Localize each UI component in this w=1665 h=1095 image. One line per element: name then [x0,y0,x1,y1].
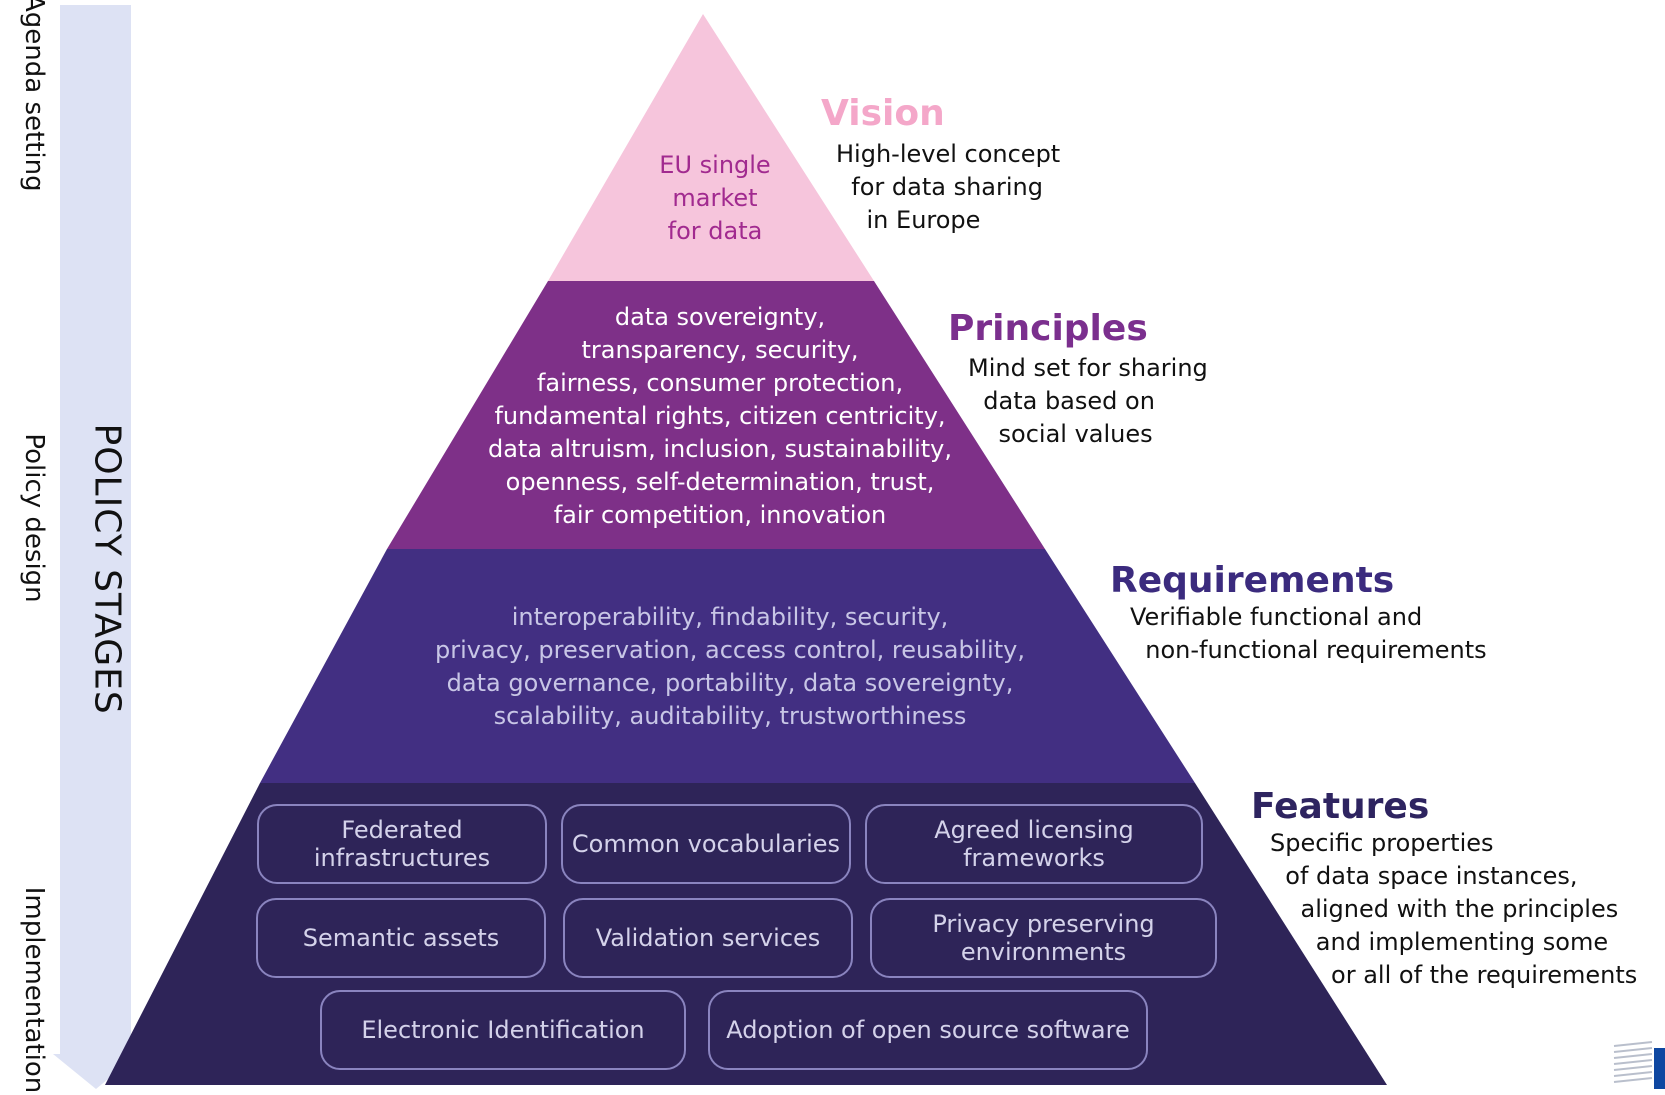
vision-tier [548,14,874,281]
vision-description: High-level concept for data sharing in E… [836,140,1061,234]
feature-box-electronic-identification: Electronic Identification [320,990,686,1070]
feature-box-privacy-preserving-environments: Privacy preserving environments [870,898,1217,978]
requirements-description: Verifiable functional and non-functional… [1130,603,1487,664]
requirements-tier [260,549,1195,783]
principles-tier [387,281,1045,549]
feature-box-validation-services: Validation services [563,898,853,978]
principles-description: Mind set for sharing data based on socia… [968,354,1208,448]
feature-box-semantic-assets: Semantic assets [256,898,546,978]
features-title: Features [1251,786,1430,827]
requirements-tier-text: interoperability, findability, security,… [435,603,1025,730]
vision-title: Vision [821,93,945,134]
vision-tier-text: EU single market for data [659,151,771,245]
feature-box-federated-infrastructures: Federated infrastructures [257,804,547,884]
feature-box-open-source-software: Adoption of open source software [708,990,1148,1070]
down-arrow-icon [53,5,138,1089]
principles-tier-text: data sovereignty, transparency, security… [487,303,953,529]
policy-stages-arrow [53,5,138,1089]
features-description: Specific properties of data space instan… [1270,829,1638,989]
feature-box-agreed-licensing-frameworks: Agreed licensing frameworks [865,804,1203,884]
requirements-title: Requirements [1110,560,1395,601]
features-tier [105,783,1387,1085]
feature-box-common-vocabularies: Common vocabularies [561,804,851,884]
principles-title: Principles [948,308,1148,349]
eu-logo-icon [1613,1041,1665,1089]
